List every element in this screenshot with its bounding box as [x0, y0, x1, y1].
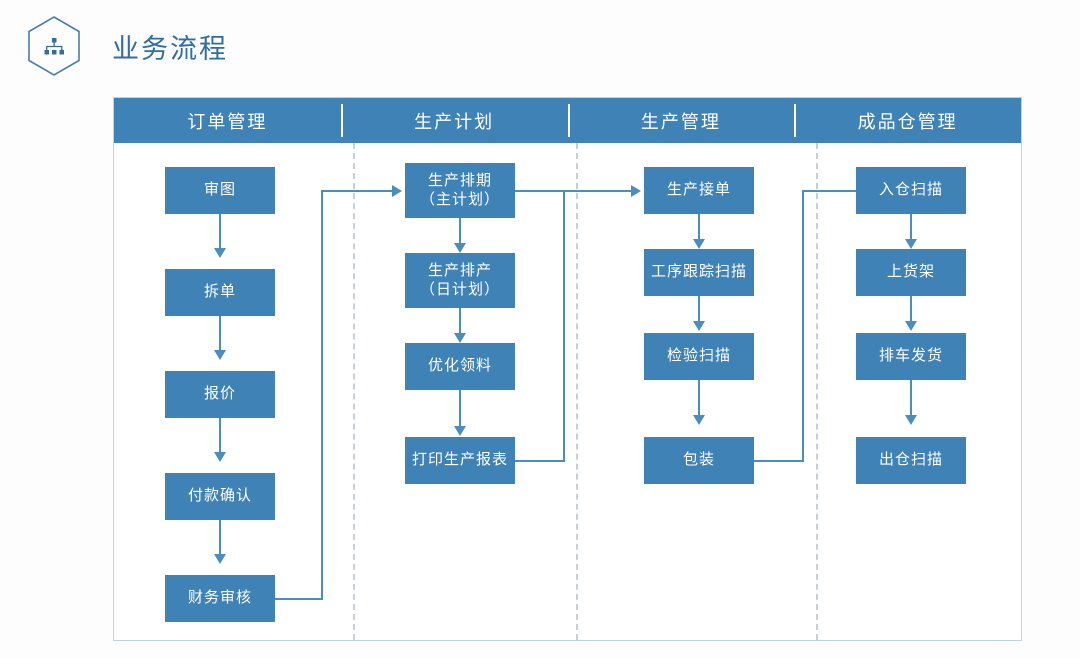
edge-bao-zhuang-to-ru-cang-h2 [802, 190, 862, 192]
arrowhead-down [693, 415, 705, 425]
arrowhead-down [214, 554, 226, 564]
edge-bao-zhuang-to-ru-cang-h1 [754, 460, 804, 462]
edge-cai-wu-shen-he-to-sheng-chan-pai-qi-h1 [275, 598, 323, 600]
node-bao-zhuang[interactable]: 包装 [644, 437, 754, 484]
node-label-secondary: （主计划） [419, 190, 500, 208]
node-pai-che-fa-huo[interactable]: 排车发货 [856, 333, 966, 380]
edge-shang-huo-jia-to-pai-che [910, 296, 912, 324]
node-label: 检验扫描 [666, 347, 731, 365]
column-header-row: 订单管理 生产计划 生产管理 成品仓管理 [114, 98, 1021, 143]
column-divider-3 [816, 143, 818, 640]
node-label: 生产排期 [427, 171, 492, 189]
arrowhead-down [214, 452, 226, 462]
edge-cai-wu-shen-he-to-sheng-chan-pai-qi-v [321, 190, 323, 600]
edge-jian-yan-to-bao-zhuang [698, 380, 700, 418]
node-label: 生产排产 [427, 261, 492, 279]
arrowhead-down [693, 321, 705, 331]
arrowhead-down [454, 426, 466, 436]
node-label: 财务审核 [187, 589, 252, 607]
node-gong-xu-gen-zong-sao-miao[interactable]: 工序跟踪扫描 [644, 249, 754, 296]
arrowhead-right [392, 185, 402, 197]
node-label: 生产接单 [666, 181, 731, 199]
node-chu-cang-sao-miao[interactable]: 出仓扫描 [856, 437, 966, 484]
arrowhead-down [214, 248, 226, 258]
node-shen-tu[interactable]: 审图 [165, 167, 275, 214]
node-sheng-chan-pai-chan[interactable]: 生产排产 （日计划） [405, 253, 515, 308]
page-title: 业务流程 [112, 33, 228, 64]
column-header-production-planning: 生产计划 [340, 98, 568, 143]
node-bao-jia[interactable]: 报价 [165, 371, 275, 418]
edge-pai-qi-to-jie-dan-h [515, 190, 635, 192]
arrowhead-right [631, 185, 641, 197]
column-divider-1 [353, 143, 355, 640]
node-label: 付款确认 [187, 487, 252, 505]
arrowhead-down [214, 350, 226, 360]
edge-pai-che-to-chu-cang [910, 380, 912, 418]
node-label: 入仓扫描 [878, 181, 943, 199]
node-chai-dan[interactable]: 拆单 [165, 269, 275, 316]
edge-ru-cang-to-shang-huo-jia [910, 214, 912, 242]
node-ru-cang-sao-miao[interactable]: 入仓扫描 [856, 167, 966, 214]
column-header-production-management: 生产管理 [567, 98, 795, 143]
edge-cai-wu-shen-he-to-sheng-chan-pai-qi-h2 [321, 190, 396, 192]
edge-fu-kuan-to-cai-wu-shen-he [219, 520, 221, 557]
edge-bao-zhuang-to-ru-cang-v [802, 190, 804, 462]
node-jian-yan-sao-miao[interactable]: 检验扫描 [644, 333, 754, 380]
column-header-label: 成品仓管理 [857, 111, 958, 132]
page-header: 业务流程 [0, 0, 1080, 92]
edge-pai-chan-to-you-hua-ling-liao [459, 308, 461, 336]
column-header-label: 生产管理 [640, 111, 721, 132]
node-label: 包装 [682, 451, 715, 469]
node-label: 排车发货 [878, 347, 943, 365]
column-divider-2 [576, 143, 578, 640]
node-label: 出仓扫描 [878, 451, 943, 469]
node-label: 工序跟踪扫描 [650, 263, 747, 281]
node-da-yin-sheng-chan-bao-biao[interactable]: 打印生产报表 [405, 437, 515, 484]
edge-bao-jia-to-fu-kuan-que-ren [219, 418, 221, 455]
edge-gong-xu-to-jian-yan [698, 296, 700, 324]
arrowhead-down [693, 239, 705, 249]
flow-body: 审图 拆单 报价 付款确认 财务审核 生产排期 （主计划） [114, 143, 1021, 640]
arrowhead-down [905, 239, 917, 249]
node-shang-huo-jia[interactable]: 上货架 [856, 249, 966, 296]
edge-jie-dan-to-gong-xu [698, 214, 700, 242]
column-header-order-management: 订单管理 [114, 98, 341, 143]
node-label-secondary: （日计划） [419, 280, 500, 298]
arrowhead-down [454, 243, 466, 253]
arrowhead-down [905, 415, 917, 425]
edge-da-yin-to-jie-dan-v [563, 190, 565, 462]
column-header-label: 订单管理 [187, 111, 268, 132]
column-header-label: 生产计划 [414, 111, 495, 132]
node-fu-kuan-que-ren[interactable]: 付款确认 [165, 473, 275, 520]
node-label: 打印生产报表 [411, 451, 508, 469]
node-you-hua-ling-liao[interactable]: 优化领料 [405, 343, 515, 390]
node-label: 上货架 [886, 263, 935, 281]
arrowhead-down [454, 333, 466, 343]
node-label: 优化领料 [427, 357, 492, 375]
hexagon-hierarchy-icon [26, 15, 82, 77]
edge-you-hua-ling-liao-to-da-yin [459, 390, 461, 429]
column-header-finished-goods-warehouse: 成品仓管理 [794, 98, 1021, 143]
node-sheng-chan-jie-dan[interactable]: 生产接单 [644, 167, 754, 214]
node-cai-wu-shen-he[interactable]: 财务审核 [165, 575, 275, 622]
node-label: 审图 [203, 181, 236, 199]
edge-shen-tu-to-chai-dan [219, 214, 221, 251]
edge-chai-dan-to-bao-jia [219, 316, 221, 353]
node-sheng-chan-pai-qi[interactable]: 生产排期 （主计划） [405, 163, 515, 218]
node-label: 拆单 [203, 283, 236, 301]
arrowhead-down [905, 321, 917, 331]
edge-pai-qi-to-pai-chan [459, 218, 461, 246]
edge-da-yin-to-jie-dan-h1 [515, 460, 565, 462]
node-label: 报价 [203, 385, 236, 403]
business-process-diagram: 订单管理 生产计划 生产管理 成品仓管理 审图 拆单 报价 [113, 97, 1022, 641]
